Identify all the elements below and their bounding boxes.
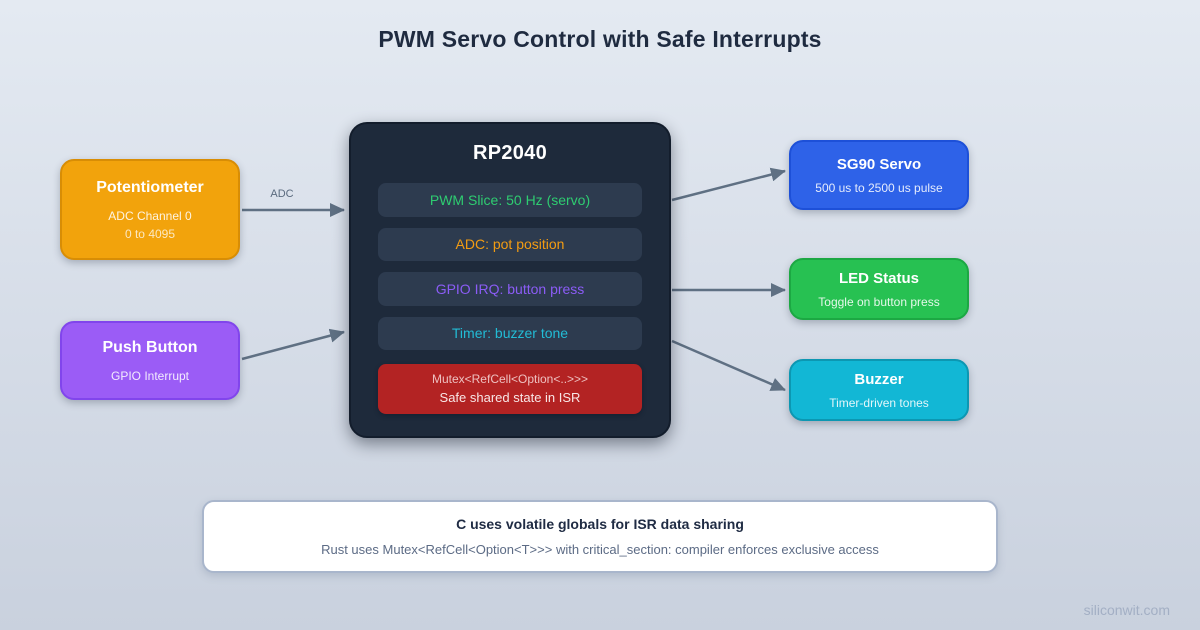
led-status-subtitle: Toggle on button press xyxy=(818,294,940,309)
mcu-row-adc-label: ADC: pot position xyxy=(455,236,565,253)
mcu-row-gpio-irq: GPIO IRQ: button press xyxy=(378,272,642,306)
mcu-row-timer-label: Timer: buzzer tone xyxy=(451,325,569,342)
mcu-row-gpio-irq-label: GPIO IRQ: button press xyxy=(435,280,585,297)
page-title: PWM Servo Control with Safe Interrupts xyxy=(378,26,822,52)
led-status-title: LED Status xyxy=(838,269,919,287)
mcu-row-adc: ADC: pot position xyxy=(378,227,642,261)
mutex-type-label: Mutex<RefCell<Option<..>>> xyxy=(431,372,589,386)
rp2040-node: RP2040 PWM Slice: 50 Hz (servo) ADC: pot… xyxy=(349,122,671,438)
potentiometer-subtitle: ADC Channel 0 xyxy=(108,208,192,223)
mcu-row-pwm: PWM Slice: 50 Hz (servo) xyxy=(378,183,642,217)
push-button-subtitle: GPIO Interrupt xyxy=(110,368,190,383)
note-heading: C uses volatile globals for ISR data sha… xyxy=(456,516,744,532)
potentiometer-node: Potentiometer ADC Channel 0 0 to 4095 xyxy=(60,159,240,260)
buzzer-title: Buzzer xyxy=(854,370,904,388)
sg90-servo-title: SG90 Servo xyxy=(836,155,922,173)
watermark: siliconwit.com xyxy=(1083,602,1170,618)
arrow-pushbutton-to-mcu xyxy=(241,328,345,361)
led-status-node: LED Status Toggle on button press xyxy=(789,258,969,320)
arrow-mcu-to-servo xyxy=(671,167,786,202)
adc-edge-label: ADC xyxy=(270,188,294,200)
buzzer-node: Buzzer Timer-driven tones xyxy=(789,359,969,421)
note-body: Rust uses Mutex<RefCell<Option<T>>> with… xyxy=(321,542,879,557)
mutex-block: Mutex<RefCell<Option<..>>> Safe shared s… xyxy=(378,364,642,414)
potentiometer-title: Potentiometer xyxy=(96,178,204,196)
sg90-servo-node: SG90 Servo 500 us to 2500 us pulse xyxy=(789,140,969,210)
potentiometer-range: 0 to 4095 xyxy=(124,226,176,241)
comparison-note: C uses volatile globals for ISR data sha… xyxy=(202,500,998,573)
push-button-title: Push Button xyxy=(102,338,198,356)
mcu-row-timer: Timer: buzzer tone xyxy=(378,316,642,350)
rp2040-title: RP2040 xyxy=(472,142,548,164)
mcu-row-pwm-label: PWM Slice: 50 Hz (servo) xyxy=(429,191,591,208)
mutex-description: Safe shared state in ISR xyxy=(439,390,581,405)
buzzer-subtitle: Timer-driven tones xyxy=(829,395,929,410)
arrow-mcu-to-buzzer xyxy=(671,339,786,392)
sg90-servo-subtitle: 500 us to 2500 us pulse xyxy=(815,180,943,195)
push-button-node: Push Button GPIO Interrupt xyxy=(60,321,240,400)
